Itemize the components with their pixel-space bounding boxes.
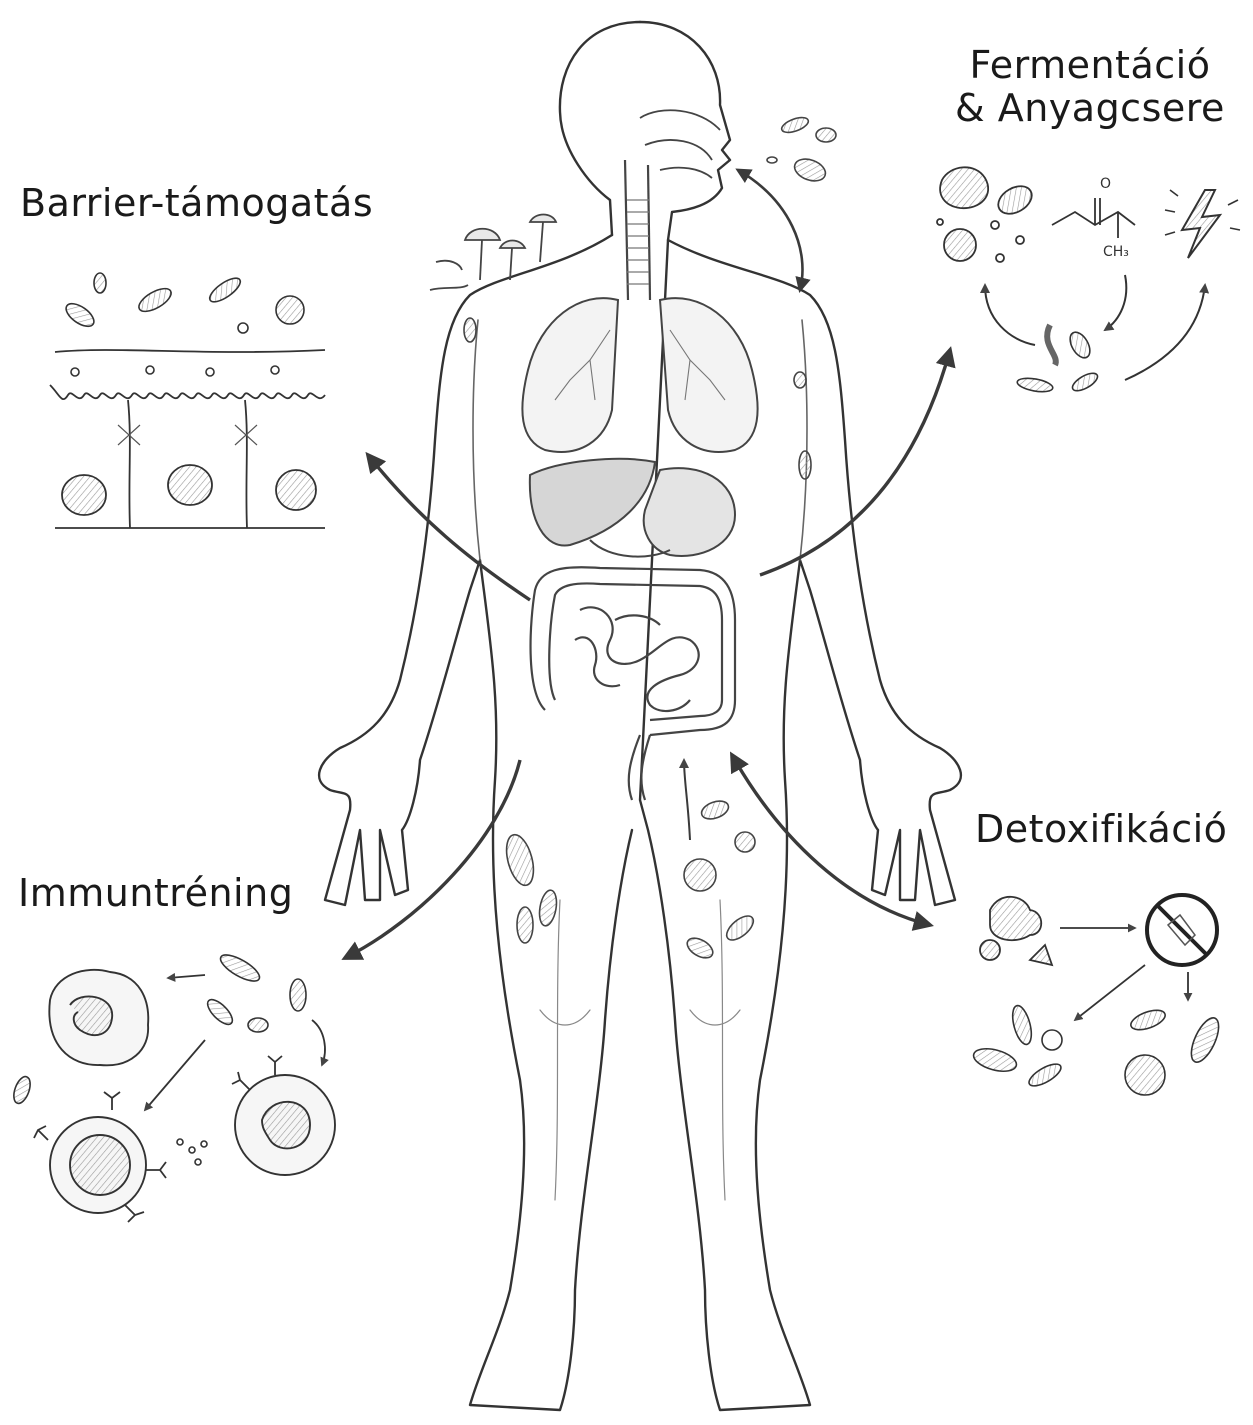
immune-cell-icon: [34, 970, 335, 1222]
fermentation-bacteria-icon: [1016, 325, 1100, 394]
human-body-icon: [319, 22, 961, 1410]
fermentation-icon: [937, 167, 1037, 262]
fermentation-label-line2: & Anyagcsere: [955, 87, 1225, 130]
methyl-group-label: CH₃: [1103, 244, 1129, 260]
airway-icon: [625, 110, 720, 300]
barrier-support-label: Barrier-támogatás: [20, 182, 373, 225]
immune-training-label: Immuntréning: [18, 872, 293, 915]
barrier-microbes-icon: [62, 273, 304, 376]
lightning-icon: [1165, 190, 1240, 258]
liver-stomach-icon: [530, 459, 735, 557]
lungs-icon: [522, 298, 757, 452]
fermentation-label-line1: Fermentáció: [955, 44, 1225, 87]
fungus-icon: [430, 215, 556, 291]
intestine-icon: [531, 567, 735, 800]
detox-microbes-icon: [971, 1004, 1224, 1095]
detoxification-label: Detoxifikáció: [975, 808, 1227, 851]
mouth-bacteria-icon: [767, 115, 836, 185]
fermentation-cycle-arrows: [985, 275, 1205, 380]
detox-arrows: [1060, 928, 1188, 1020]
epithelium-icon: [50, 350, 325, 528]
toxin-icon: [980, 897, 1052, 965]
body-microbes-icon: [464, 318, 811, 962]
oxygen-atom-label: O: [1100, 176, 1111, 192]
no-toxin-icon: [1147, 895, 1217, 965]
molecule-icon: [1052, 198, 1135, 238]
fermentation-metabolism-label: Fermentáció & Anyagcsere: [955, 44, 1225, 129]
